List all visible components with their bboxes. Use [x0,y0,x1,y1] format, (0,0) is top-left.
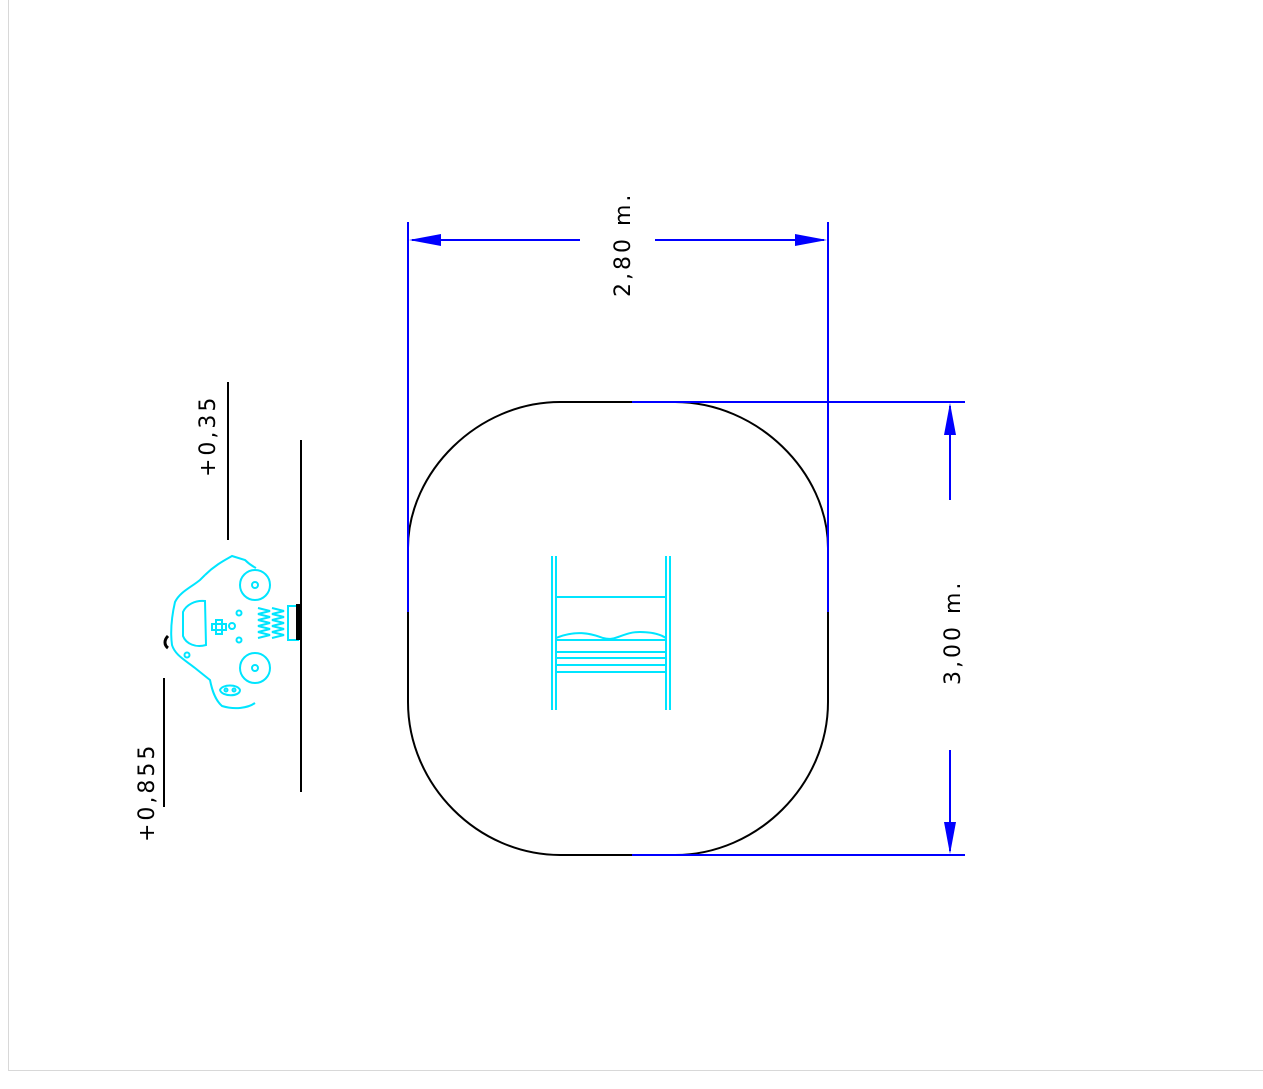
depth-dimension-label: 3,00 m. [941,580,966,685]
level-label-top: +0,35 [196,395,221,477]
width-dimension [407,222,829,612]
spring-rider-plan [551,556,671,710]
spring-rider-side-view [170,554,299,710]
spring-base-plate [296,604,302,640]
drawing-frame [8,0,1263,1071]
width-dimension-label: 2,80 m. [611,192,636,297]
level-label-bottom: +0,855 [135,743,160,842]
handle-mark [163,634,170,650]
depth-dimension [632,401,965,856]
safety-zone-outline [407,401,829,856]
